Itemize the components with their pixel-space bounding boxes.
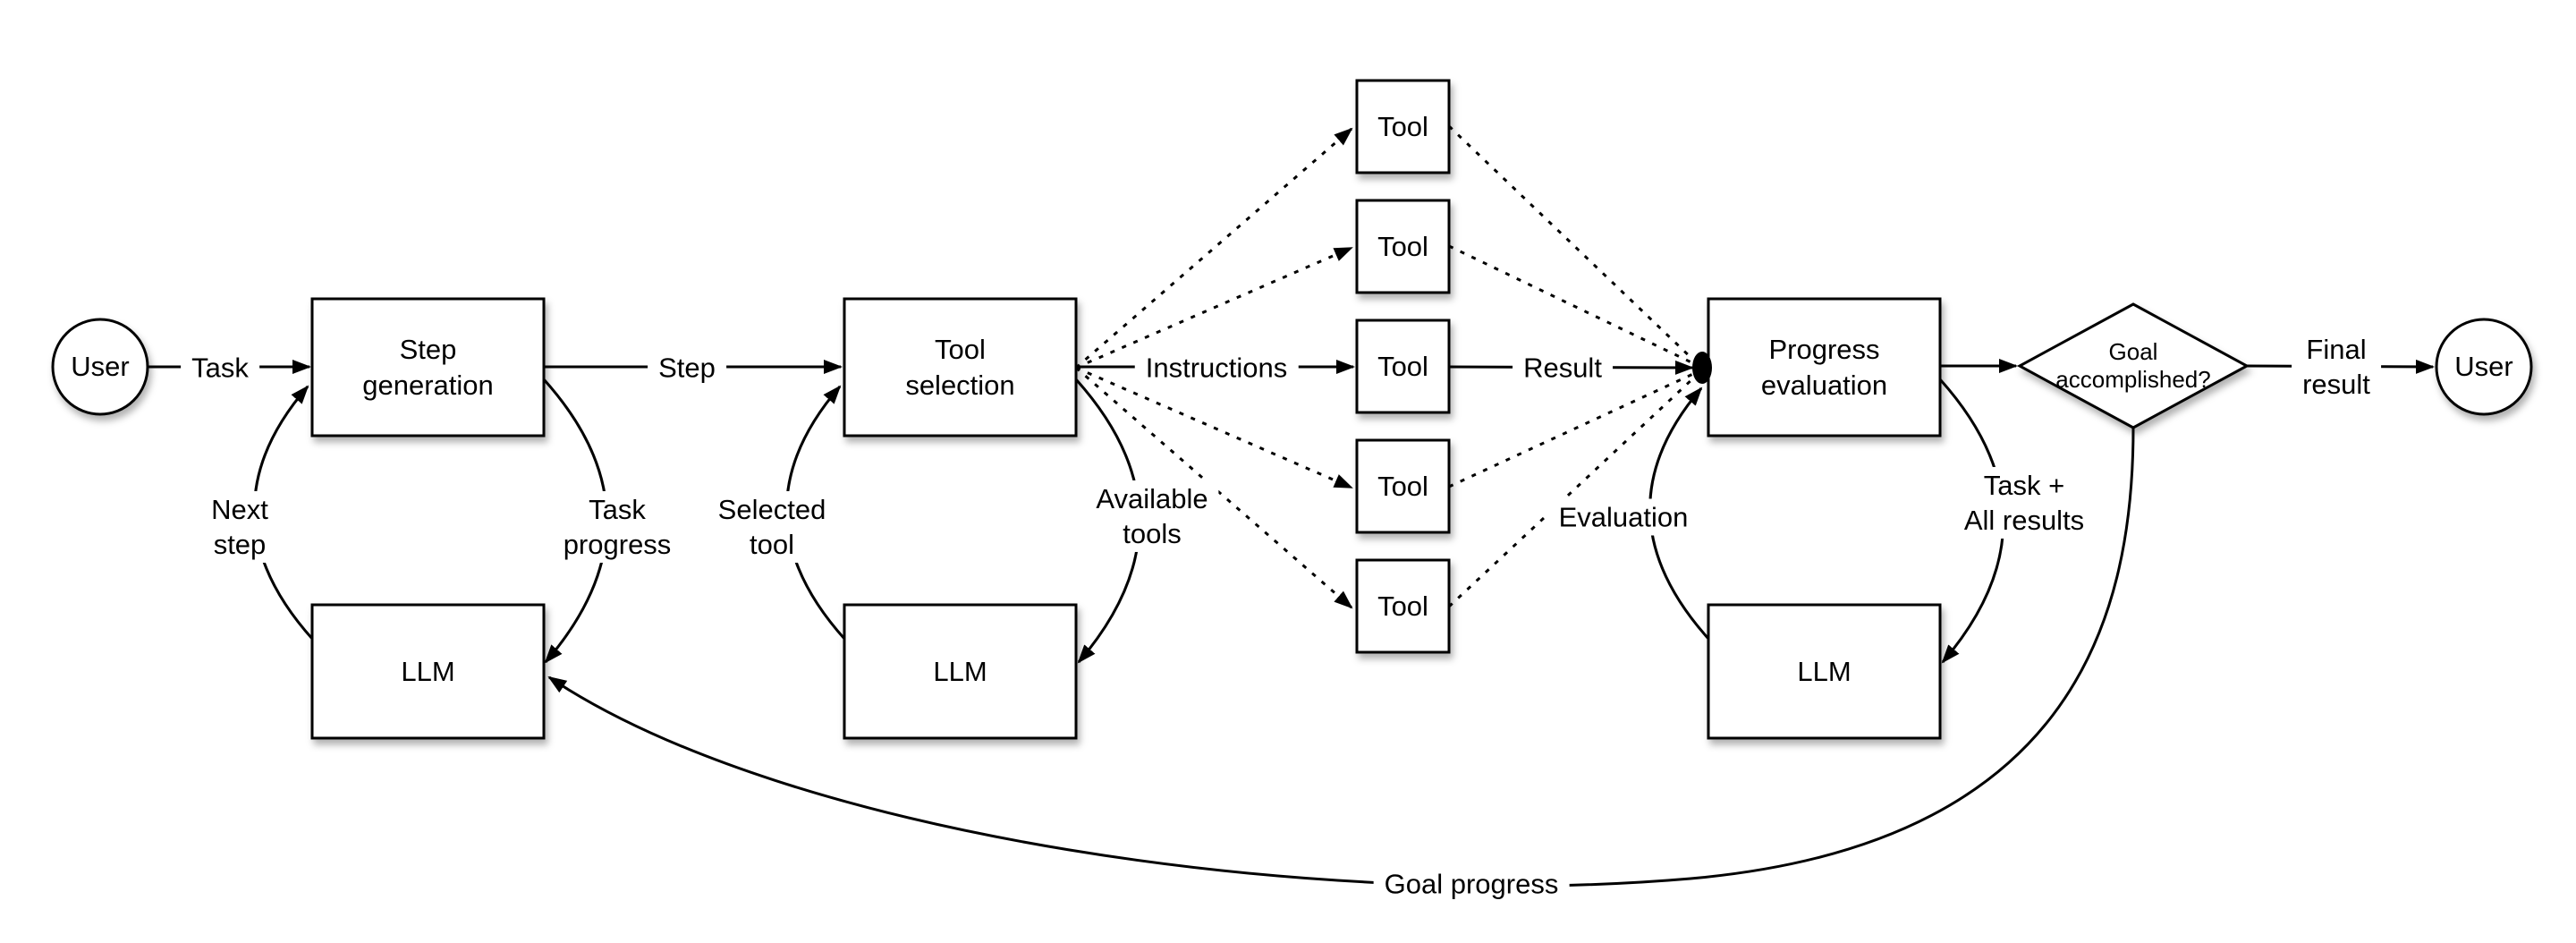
- step-generation-box: [310, 297, 546, 438]
- tool-box-3: [1355, 319, 1451, 414]
- next-step-arc: [253, 385, 315, 641]
- tool-box-2: [1355, 199, 1451, 294]
- llm-box-2: [843, 603, 1078, 740]
- result-arrow: [1448, 360, 1694, 375]
- tool-dispatch-dotted-1: [1075, 127, 1353, 370]
- selected-tool-arc: [785, 385, 847, 641]
- tool-box-4: [1355, 438, 1451, 534]
- tool-box-1: [1355, 79, 1451, 174]
- tool-return-dotted-4: [1448, 371, 1696, 488]
- tool-return-dotted-5: [1447, 375, 1697, 608]
- user-left-node: [51, 318, 149, 416]
- tool-dispatch-dotted-2: [1075, 246, 1353, 370]
- final-result-arrow: [2246, 359, 2435, 374]
- goal-decision-diamond: [2016, 302, 2250, 429]
- task-progress-arc: [542, 378, 608, 664]
- available-tools-arc: [1074, 378, 1141, 664]
- goal-progress-arc: [547, 427, 2135, 888]
- user-right-node: [2435, 318, 2533, 416]
- llm-box-3: [1707, 603, 1942, 740]
- llm-box-1: [310, 603, 546, 740]
- tool-return-dotted-1: [1447, 124, 1695, 361]
- progress-evaluation-box: [1707, 297, 1942, 438]
- tool-selection-box: [843, 297, 1078, 438]
- tool-return-dotted-2: [1448, 244, 1694, 365]
- merge-point: [1692, 352, 1712, 384]
- tool-box-5: [1355, 558, 1451, 654]
- evaluation-arc: [1648, 387, 1711, 641]
- task-all-results-arc: [1938, 378, 2005, 664]
- tool-dispatch-dotted-5: [1075, 366, 1353, 609]
- tool-dispatch-dotted-4: [1075, 366, 1353, 489]
